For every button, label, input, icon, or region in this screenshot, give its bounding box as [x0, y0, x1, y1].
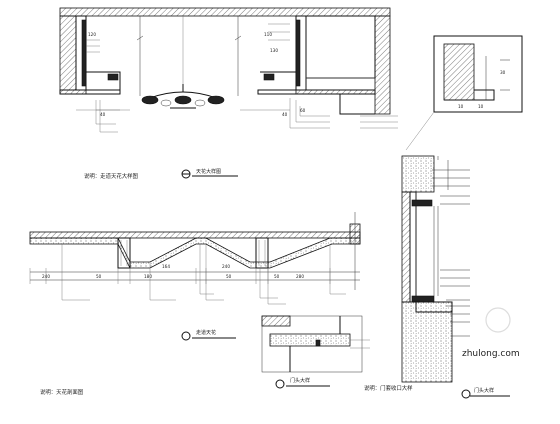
door-jamb-section: 说明：门套收口大样 门头大样	[364, 155, 510, 399]
top-dim-4: 40	[100, 112, 106, 117]
mid-dim-1: 240	[42, 274, 50, 279]
small-section-detail: 门头大样	[261, 315, 370, 389]
caption-top: 说明：走道天花大样图	[84, 172, 138, 180]
top-dim-3: 130	[270, 48, 278, 53]
top-dim-2: 110	[264, 32, 272, 37]
side-dim-2: 10	[458, 104, 464, 109]
title-bottom-right: 门头大样	[474, 387, 494, 394]
title-top-marker: 天花大样图	[181, 168, 238, 179]
watermark: zhulong.com	[462, 349, 520, 359]
side-dim-1: 30	[500, 70, 506, 75]
top-dim-5: 40	[282, 112, 288, 117]
mid-dim-6: 240	[222, 264, 230, 269]
title-middle: 走道天花	[196, 329, 216, 336]
top-ceiling-detail: 120 110 130 40 40 60 说明：走道天花大样图 天花大样图	[59, 7, 398, 180]
chandelier-icon	[141, 84, 225, 109]
corner-detail-box: 30 10 10	[405, 35, 523, 151]
mid-dim-4: 164	[162, 264, 170, 269]
mid-dim-3: 180	[144, 274, 152, 279]
title-middle-marker	[181, 331, 191, 341]
top-dim-6: 60	[300, 108, 306, 113]
title-bottom-middle: 门头大样	[290, 377, 310, 384]
mid-dim-7: 50	[274, 274, 280, 279]
side-dim-3: 10	[478, 104, 484, 109]
caption-bottom: 说明：门套收口大样	[364, 384, 413, 392]
mid-dim-2: 50	[96, 274, 102, 279]
caption-bottom-left: 说明：天花剖面图	[40, 388, 83, 396]
title-top: 天花大样图	[196, 168, 221, 175]
mid-dim-5: 50	[226, 274, 232, 279]
mid-dim-8: 280	[296, 274, 304, 279]
middle-ceiling-section: 240 50 180 164 50 240 50 280 走道天花	[29, 212, 361, 341]
watermark-logo-icon	[485, 307, 511, 333]
top-dim-1: 120	[88, 32, 96, 37]
